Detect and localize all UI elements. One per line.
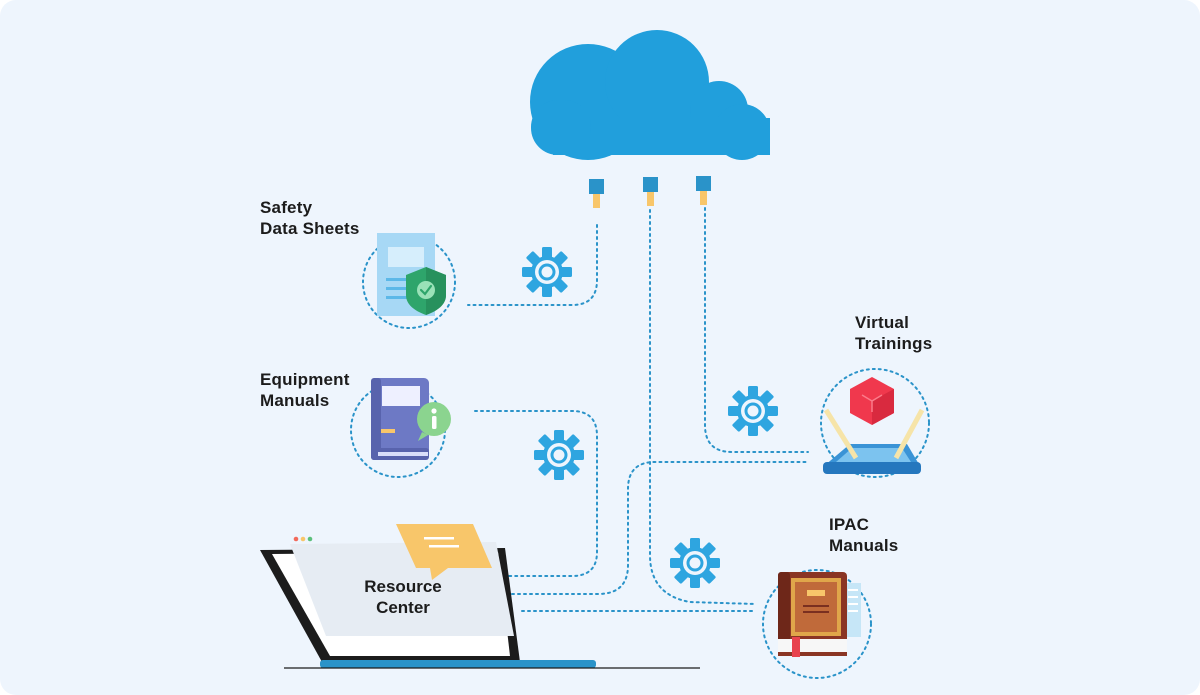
gear-icon-3 — [728, 386, 778, 436]
gear-icon-4 — [670, 538, 720, 588]
node-label-ipac: IPAC Manuals — [829, 514, 898, 556]
node-label-equipment: Equipment Manuals — [260, 369, 350, 411]
node-label-virtual-line2: Trainings — [855, 334, 933, 353]
connector-cloud-ipac — [649, 209, 756, 605]
message-bubble-icon — [396, 524, 492, 580]
connector-equipment — [474, 410, 598, 577]
gear-icon-2 — [534, 430, 584, 480]
cloud-icon — [530, 30, 770, 160]
node-label-ipac-line1: IPAC — [829, 515, 870, 534]
node-label-safety-line2: Data Sheets — [260, 219, 360, 238]
node-ring-virtual — [820, 368, 930, 478]
gear-icon-1 — [522, 247, 572, 297]
cloud-plug-middle — [643, 177, 658, 206]
connector-virtual — [704, 207, 809, 453]
equipment-manual-icon — [371, 378, 451, 460]
node-ring-ipac — [762, 569, 872, 679]
node-label-equipment-line2: Manuals — [260, 391, 330, 410]
connector-center-virtual — [511, 461, 809, 595]
resource-center-label: Resource Center — [345, 576, 461, 618]
cloud-plug-right — [696, 176, 711, 205]
resource-center-label-line2: Center — [376, 598, 430, 617]
connector-lines — [350, 207, 930, 679]
safety-document-icon — [377, 233, 446, 316]
cloud-plug-left — [589, 179, 604, 208]
connector-safety — [467, 224, 598, 306]
virtual-training-icon — [823, 377, 925, 474]
node-label-ipac-line2: Manuals — [829, 536, 899, 555]
node-label-virtual-line1: Virtual — [855, 313, 909, 332]
node-label-virtual: Virtual Trainings — [855, 312, 932, 354]
resource-center-label-line1: Resource — [364, 577, 442, 596]
ipac-manual-icon — [778, 572, 861, 657]
node-label-safety: Safety Data Sheets — [260, 197, 360, 239]
node-label-safety-line1: Safety — [260, 198, 313, 217]
node-label-equipment-line1: Equipment — [260, 370, 350, 389]
